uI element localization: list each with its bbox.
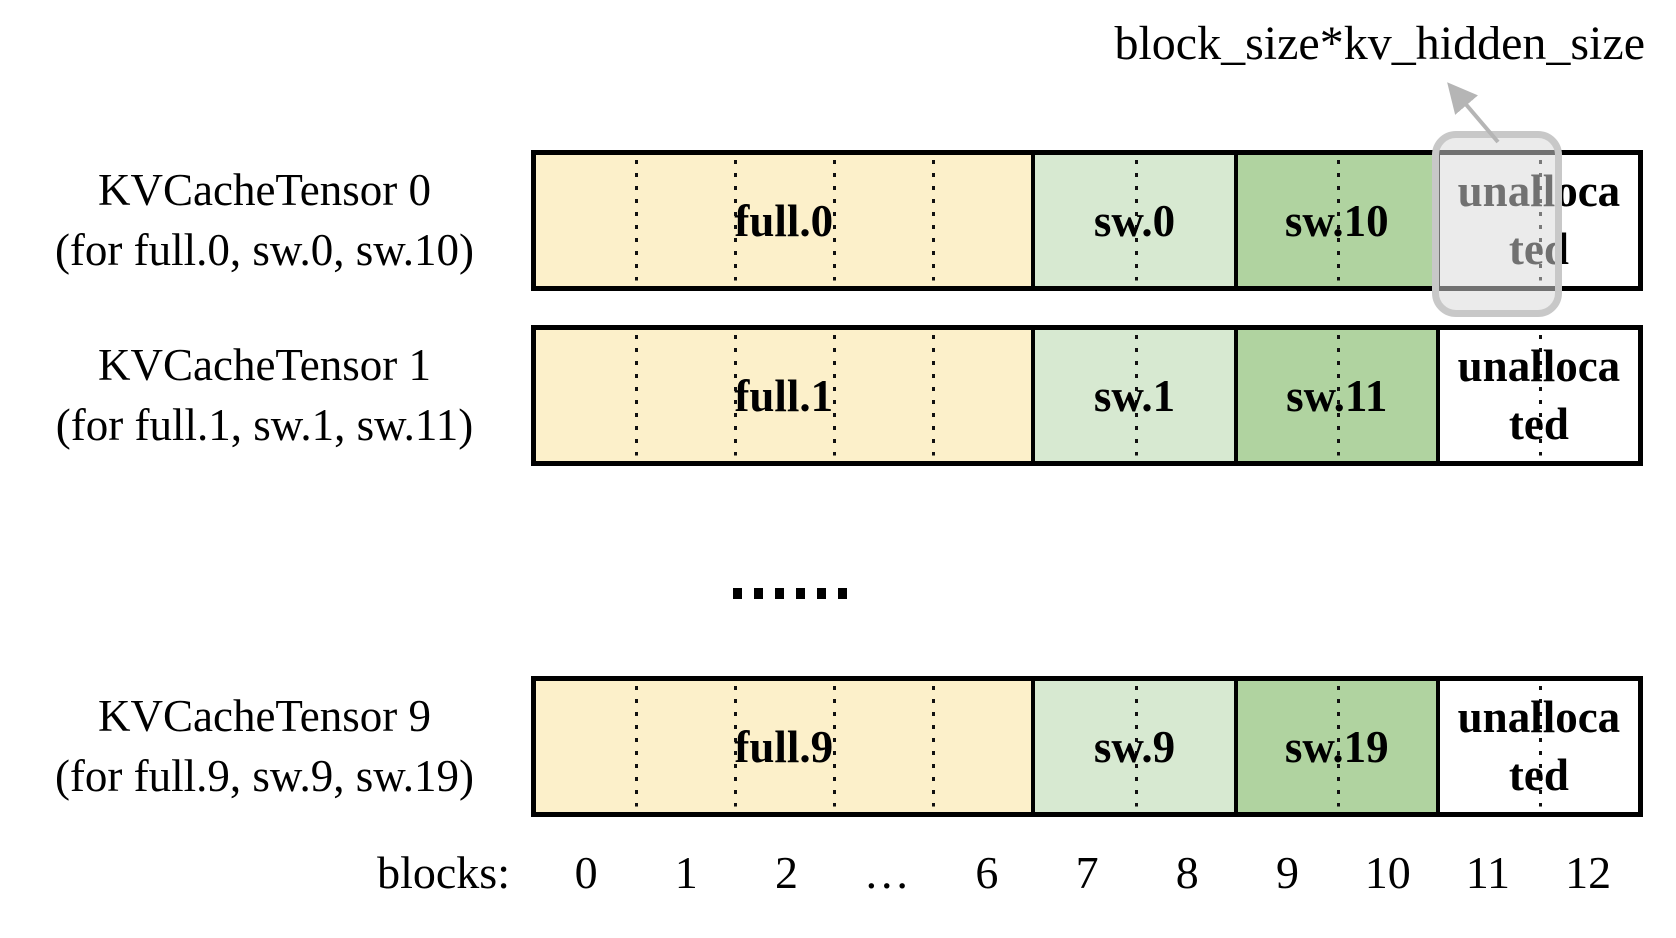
block-cell [734,681,834,812]
ellipsis-dot [775,588,784,599]
block-index-label: 0 [574,847,598,898]
block-cell [1134,681,1234,812]
block-size-annotation: block_size*kv_hidden_size [1114,17,1645,70]
block-index-label: 7 [1075,847,1099,898]
block-cell [536,155,635,286]
block-index-label: 6 [975,847,999,898]
kv-cache-tensor-bar: full.0sw.0sw.10unallocated [531,131,1643,317]
block-cell [1538,681,1639,812]
block-cell [1238,330,1337,461]
block-cell [1440,330,1539,461]
block-cell [1035,681,1134,812]
block-cell [1440,681,1539,812]
annotation-arrow-icon [1447,82,1500,144]
block-index-label: … [863,847,910,898]
bar-section-unallocated: unallocated [1435,330,1639,461]
bar-section-full: full.9 [536,681,1032,812]
blocks-axis-caption: blocks: [377,847,510,898]
block-cell [734,330,834,461]
block-cell [1238,155,1337,286]
block-cell [1336,681,1436,812]
block-cell [1035,155,1134,286]
block-index-label: 2 [775,847,798,898]
block-cell [1336,330,1436,461]
block-cell [1538,330,1639,461]
block-cell [536,681,635,812]
bar-section-sw-light: sw.1 [1031,330,1234,461]
block-cell [1238,681,1337,812]
block-cell [833,681,933,812]
bar-section-sw-dark: sw.10 [1233,155,1436,286]
tensor-label: KVCacheTensor 1 (for full.1, sw.1, sw.11) [12,325,517,466]
block-index-label: 10 [1364,847,1411,898]
ellipsis-dot [754,588,763,599]
tensor-title: KVCacheTensor 9 [98,690,431,741]
tensor-label: KVCacheTensor 9 (for full.9, sw.9, sw.19) [12,676,517,817]
block-index-label: 9 [1276,847,1299,898]
ellipsis-dot [838,588,847,599]
bar-section-sw-light: sw.0 [1031,155,1234,286]
tensor-subtitle: (for full.9, sw.9, sw.19) [54,750,475,801]
tensor-label: KVCacheTensor 0 (for full.0, sw.0, sw.10) [12,150,517,291]
block-size-highlight [1432,131,1562,317]
tensor-subtitle: (for full.0, sw.0, sw.10) [54,224,475,275]
ellipsis-dot [796,588,805,599]
block-cell [1134,155,1234,286]
block-cell [536,330,635,461]
block-cell [932,681,1032,812]
bar-section-full: full.1 [536,330,1032,461]
block-cell [635,155,735,286]
tensor-title: KVCacheTensor 0 [98,164,431,215]
tensor-subtitle: (for full.1, sw.1, sw.11) [55,399,474,450]
block-cell [635,330,735,461]
block-index-label: 8 [1175,847,1199,898]
block-cell [932,155,1032,286]
bar-section-sw-light: sw.9 [1031,681,1234,812]
block-index-label: 11 [1465,847,1511,898]
ellipsis-dot [817,588,826,599]
block-cell [1336,155,1436,286]
bar-section-sw-dark: sw.11 [1233,330,1436,461]
ellipsis-dot [733,588,742,599]
block-index-label: 1 [674,847,698,898]
bar-section-unallocated: unallocated [1435,681,1639,812]
block-index-label: 12 [1565,847,1612,898]
block-cell [932,330,1032,461]
ellipsis-dots [733,588,847,599]
block-cell [833,330,933,461]
block-cell [833,155,933,286]
tensor-title: KVCacheTensor 1 [98,339,431,390]
bar-section-sw-dark: sw.19 [1233,681,1436,812]
block-cell [635,681,735,812]
block-cell [1134,330,1234,461]
bar-section-full: full.0 [536,155,1032,286]
block-cell [734,155,834,286]
block-cell [1035,330,1134,461]
